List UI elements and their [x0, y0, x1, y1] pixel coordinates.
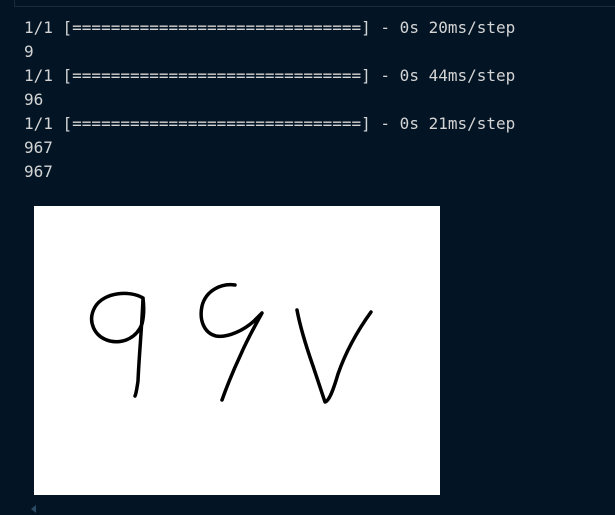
output-line: 1/1 [==============================] - 0…	[24, 66, 516, 85]
handwritten-digit-6	[199, 282, 264, 402]
output-line: 967	[24, 138, 53, 157]
scroll-left-icon[interactable]	[31, 505, 36, 513]
cell-top-border	[14, 0, 615, 7]
output-line: 1/1 [==============================] - 0…	[24, 114, 516, 133]
handwritten-digit-7	[295, 308, 373, 404]
cell-output: 1/1 [==============================] - 0…	[24, 16, 604, 184]
output-image	[34, 206, 440, 495]
output-line: 967	[24, 162, 53, 181]
output-line: 9	[24, 42, 34, 61]
output-line: 1/1 [==============================] - 0…	[24, 18, 516, 37]
handwritten-digit-9	[89, 291, 146, 398]
output-line: 96	[24, 90, 44, 109]
handwritten-digits-image	[89, 282, 373, 404]
